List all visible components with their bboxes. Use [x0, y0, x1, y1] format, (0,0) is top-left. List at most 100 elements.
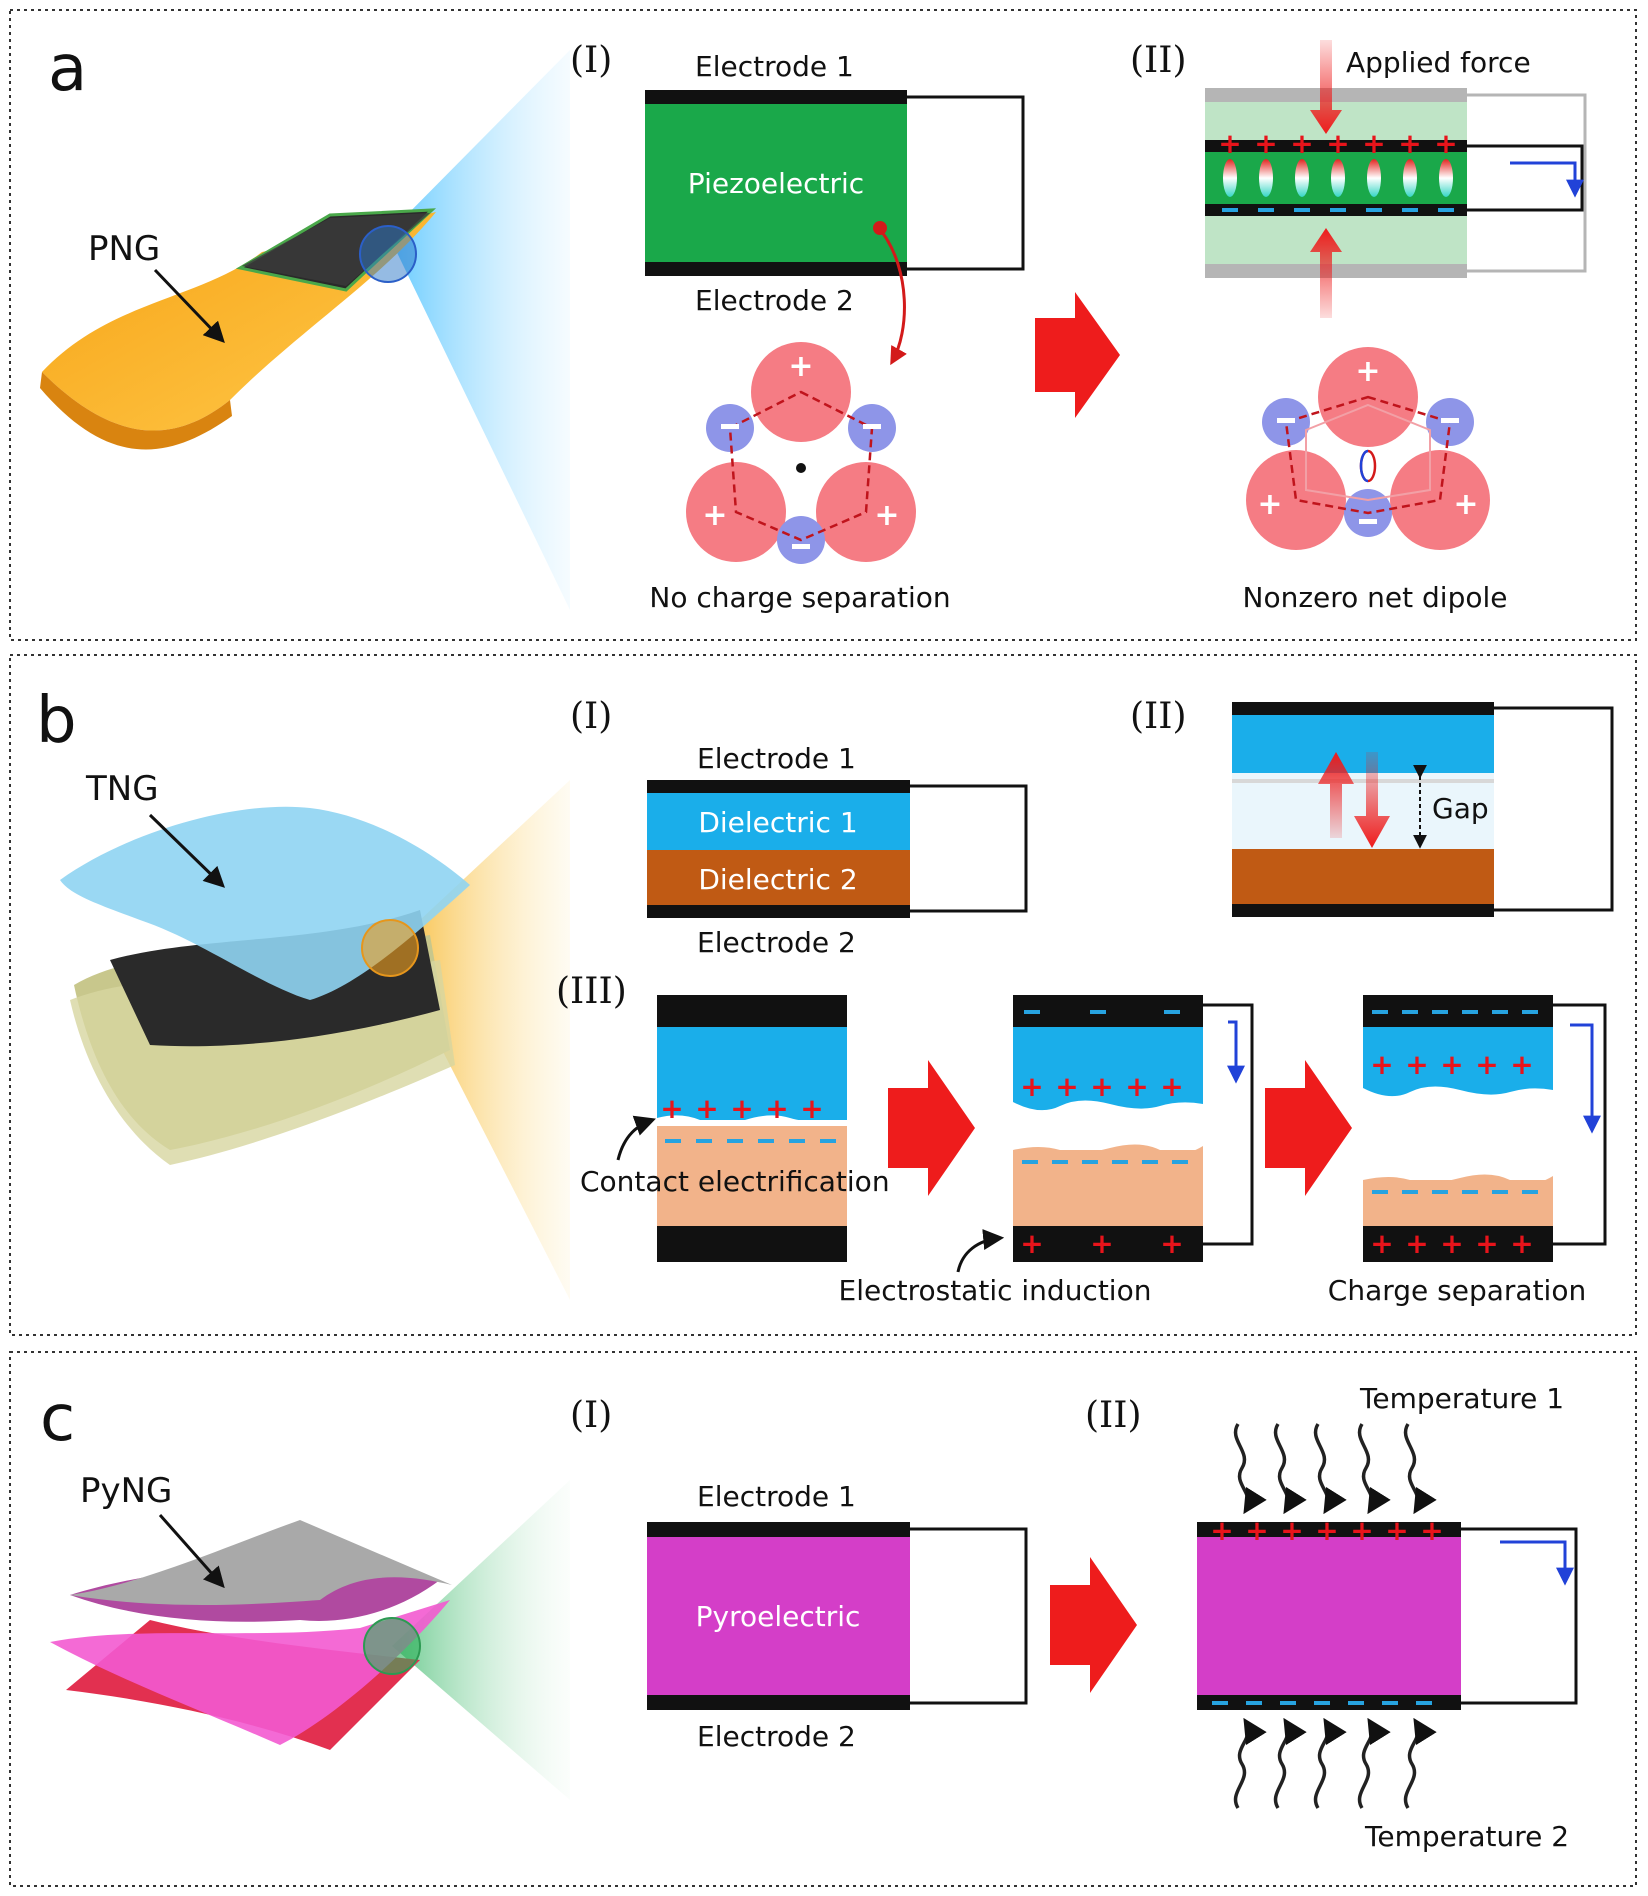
caption-no-charge-separation: No charge separation — [649, 581, 950, 614]
induction-dielectric2 — [1013, 1150, 1203, 1226]
dipole-row — [1223, 159, 1453, 197]
pyro-electrode-top — [647, 1522, 910, 1537]
pressed-outer-wire — [1467, 93, 1587, 273]
heated-pyro-layer — [1197, 1537, 1461, 1695]
pyro-circuit-wire — [910, 1527, 1028, 1705]
svg-text:+: + — [1125, 1070, 1148, 1103]
zoom-circle-b — [361, 919, 419, 977]
svg-text:+: + — [1434, 127, 1457, 160]
induction-positive-charges: +++++ — [1020, 1070, 1183, 1103]
panel-c: c PyNG (I) Electrode 1 Pyroelectric Elec… — [9, 1351, 1637, 1887]
svg-text:+: + — [1350, 1514, 1373, 1547]
separation-electrode-top — [1363, 995, 1553, 1027]
heated-positive-charges: ++++ +++ — [1210, 1514, 1443, 1547]
pyro-layer-label: Pyroelectric — [696, 1600, 861, 1633]
induction-dielectric1 — [1013, 1027, 1203, 1095]
panel-c-letter: c — [40, 1382, 75, 1456]
panel-c-step2: (II) — [1085, 1395, 1142, 1436]
zoom-arrow-a — [880, 231, 907, 366]
svg-text:+: + — [1385, 1514, 1408, 1547]
svg-text:+: + — [702, 498, 727, 533]
separation-arrow-up — [1318, 752, 1354, 838]
current-flow-arrow-b1 — [1227, 1020, 1245, 1084]
caption-nonzero-net-dipole: Nonzero net dipole — [1243, 581, 1508, 614]
png-pointer-arrow — [153, 268, 225, 344]
separation-dielectric2 — [1363, 1180, 1553, 1226]
panel-b: b TNG (I) Electrode 1 Dielectric 1 Diele… — [9, 654, 1637, 1336]
tng-circuit-wire — [910, 784, 1028, 913]
svg-text:+: + — [765, 1092, 788, 1125]
separation-electrode-bottom — [1363, 1226, 1553, 1262]
svg-text:+: + — [1160, 1227, 1183, 1260]
panel-a-letter: a — [48, 32, 87, 106]
contact-electrification-label: Contact electrification — [580, 1165, 890, 1198]
heat-waves-top — [1233, 1423, 1437, 1515]
gap-circuit-wire — [1494, 706, 1614, 912]
heated-negative-charges — [1212, 1701, 1432, 1705]
induction-pointer-arrow — [956, 1229, 1005, 1273]
svg-text:+: + — [1055, 1070, 1078, 1103]
panel-b-letter: b — [36, 684, 77, 758]
separation-dielectric1 — [1363, 1027, 1553, 1083]
panel-a-electrode1: Electrode 1 — [695, 50, 854, 83]
tng-electrode-top — [647, 780, 910, 793]
panel-c-frame — [9, 1351, 1637, 1887]
pressed-housing-top — [1205, 88, 1467, 102]
svg-text:+: + — [660, 1092, 683, 1125]
panel-c-step1: (I) — [570, 1395, 612, 1436]
svg-text:+: + — [1160, 1070, 1183, 1103]
separation-negative-charges — [1372, 1190, 1538, 1194]
force-arrow-up — [1310, 228, 1342, 318]
svg-text:+: + — [788, 349, 813, 384]
svg-text:+: + — [730, 1092, 753, 1125]
contact-positive-charges: +++++ — [660, 1092, 823, 1125]
panel-a-electrode2: Electrode 2 — [695, 284, 854, 317]
zoom-point-marker — [873, 221, 887, 235]
svg-text:+: + — [1440, 1048, 1463, 1081]
svg-text:+: + — [1440, 1227, 1463, 1260]
heated-circuit-wire — [1461, 1527, 1578, 1705]
svg-text:+: + — [1020, 1227, 1043, 1260]
gap-electrode-bottom — [1232, 904, 1494, 917]
panel-c-electrode2: Electrode 2 — [697, 1720, 856, 1753]
svg-text:+: + — [1020, 1070, 1043, 1103]
dielectric1-layer — [647, 793, 910, 850]
png-label: PNG — [88, 229, 160, 269]
svg-text:+: + — [1475, 1048, 1498, 1081]
panel-a-frame — [9, 9, 1637, 641]
dielectric1-label: Dielectric 1 — [698, 806, 857, 839]
panel-b-frame — [9, 654, 1637, 1336]
dielectric2-label: Dielectric 2 — [698, 863, 857, 896]
contact-electrode-bottom — [657, 1226, 847, 1262]
electrostatic-induction-label: Electrostatic induction — [839, 1274, 1152, 1307]
separation-circuit-wire — [1553, 1003, 1607, 1246]
panel-a-step2: (II) — [1130, 40, 1187, 81]
contact-dielectric1 — [657, 1027, 847, 1120]
current-flow-arrow-c — [1500, 1540, 1574, 1586]
panel-c-electrode1: Electrode 1 — [697, 1480, 856, 1513]
tng-pointer-arrow — [148, 813, 226, 888]
svg-text:+: + — [1405, 1227, 1428, 1260]
separation-positive-charges: +++++ — [1370, 1048, 1533, 1081]
svg-text:+: + — [1245, 1514, 1268, 1547]
svg-text:+: + — [1355, 354, 1380, 389]
pyng-label: PyNG — [80, 1471, 172, 1511]
gap-dielectric2 — [1232, 849, 1494, 904]
zoom-circle-c — [363, 1617, 421, 1675]
svg-text:+: + — [1370, 1227, 1393, 1260]
panel-b-step1: (I) — [570, 696, 612, 737]
tng-device-illustration — [60, 806, 470, 1165]
svg-text:+: + — [874, 498, 899, 533]
transition-arrow-a — [1035, 292, 1120, 418]
svg-text:+: + — [1510, 1227, 1533, 1260]
induction-bottom-positive: +++ — [1020, 1227, 1183, 1260]
svg-text:+: + — [1510, 1048, 1533, 1081]
svg-text:+: + — [1315, 1514, 1338, 1547]
panel-b-electrode1: Electrode 1 — [697, 742, 856, 775]
induction-top-negative — [1024, 1010, 1180, 1014]
png-device-illustration — [40, 208, 437, 450]
panel-b-step2: (II) — [1130, 696, 1187, 737]
pressed-electrode-top — [1205, 140, 1467, 152]
current-flow-arrow-b2 — [1570, 1023, 1601, 1134]
separation-bottom-positive: +++++ — [1370, 1227, 1533, 1260]
